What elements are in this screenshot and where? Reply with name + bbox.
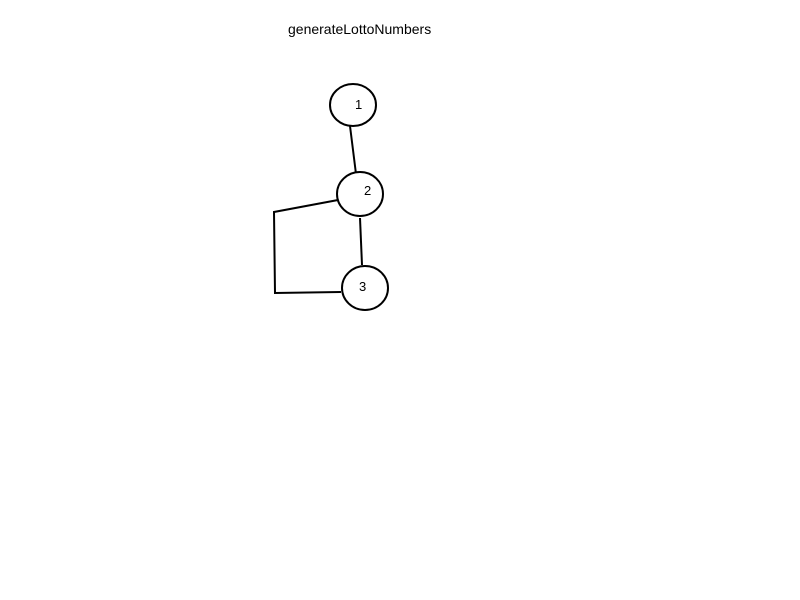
- node-3[interactable]: 3: [341, 265, 389, 311]
- node-1-label: 1: [355, 97, 362, 112]
- edge-2-to-3: [359, 217, 363, 266]
- node-1-circle: [329, 83, 377, 127]
- node-1[interactable]: 1: [329, 83, 377, 127]
- edge-3-loop-back-to-2: [272, 199, 342, 295]
- node-2-circle: [336, 171, 384, 217]
- node-3-circle: [341, 265, 389, 311]
- node-3-label: 3: [359, 279, 366, 294]
- node-2[interactable]: 2: [336, 171, 384, 217]
- edge-1-to-2: [349, 125, 357, 175]
- node-2-label: 2: [364, 183, 371, 198]
- diagram-title: generateLottoNumbers: [288, 21, 432, 37]
